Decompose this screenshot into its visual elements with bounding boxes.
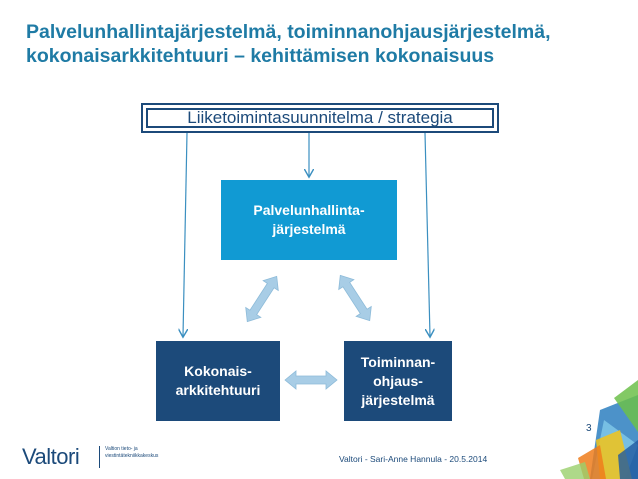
strategy-label: Liiketoimintasuunnitelma / strategia xyxy=(146,108,494,128)
slide-title-line1: Palvelunhallintajärjestelmä, toiminnanoh… xyxy=(26,21,551,43)
operations-management-line1: Toiminnan- xyxy=(360,353,436,370)
strategy-to-ea-line xyxy=(183,132,187,336)
slide-title: Palvelunhallintajärjestelmä, toiminnanoh… xyxy=(26,20,626,68)
service-management-box: Palvelunhallinta- järjestelmä xyxy=(221,180,397,260)
double-arrow-service-ops xyxy=(338,274,372,322)
valtori-logo: Valtori xyxy=(22,444,80,469)
double-arrow-ea-ops xyxy=(284,370,338,390)
operations-management-line3: järjestelmä xyxy=(361,391,435,408)
enterprise-architecture-box: Kokonais- arkkitehtuuri xyxy=(156,341,280,421)
enterprise-architecture-line2: arkkitehtuuri xyxy=(175,382,261,398)
operations-management-line2: ohjaus- xyxy=(373,372,423,389)
logo-subtitle-line1: Valtion tieto- ja xyxy=(105,446,138,452)
enterprise-architecture-line1: Kokonais- xyxy=(184,363,252,379)
service-management-line1: Palvelunhallinta- xyxy=(253,202,365,218)
service-management-line2: järjestelmä xyxy=(272,221,346,237)
double-arrow-service-ea xyxy=(245,275,279,323)
slide-title-line2: kokonaisarkkitehtuuri – kehittämisen kok… xyxy=(26,45,495,67)
strategy-to-ops-line xyxy=(424,132,430,336)
logo-subtitle-line2: viestintätekniikkakeskus xyxy=(105,453,159,459)
page-number: 3 xyxy=(586,423,592,434)
strategy-box: Liiketoimintasuunnitelma / strategia xyxy=(141,103,499,133)
footer-text: Valtori - Sari-Anne Hannula - 20.5.2014 xyxy=(339,454,488,464)
operations-management-box: Toiminnan- ohjaus- järjestelmä xyxy=(344,341,452,421)
valtori-logo-subtitle: Valtion tieto- ja viestintätekniikkakesk… xyxy=(99,446,175,468)
